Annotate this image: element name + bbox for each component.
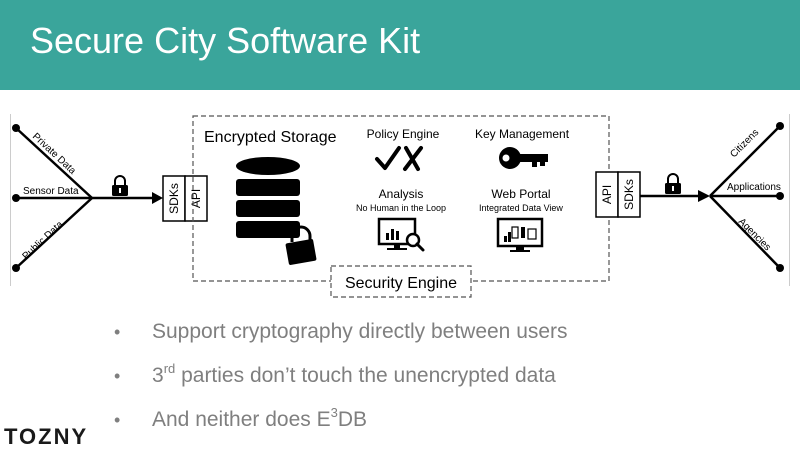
bullet-item: • 3rd parties don’t touch the unencrypte… <box>110 360 710 404</box>
left-edge-bracket <box>10 114 11 286</box>
bullet-marker: • <box>114 366 121 386</box>
key-icon <box>499 147 548 169</box>
web-portal-sub-label: Integrated Data View <box>479 203 563 213</box>
policy-engine-label: Policy Engine <box>367 127 440 141</box>
left-sdks-label: SDKs <box>167 183 181 214</box>
output-arrow-head <box>698 190 710 202</box>
analysis-sub-label: No Human in the Loop <box>356 203 446 213</box>
lock-icon <box>112 175 128 196</box>
right-sdks-label: SDKs <box>622 179 636 210</box>
bullet-text-suffix: parties don’t touch the unencrypted data <box>175 364 556 387</box>
lock-icon <box>665 173 681 194</box>
web-portal-label: Web Portal <box>491 187 550 201</box>
right-edge-bracket <box>789 114 790 286</box>
input-node-sensor <box>12 194 20 202</box>
title-bar: Secure City Software Kit <box>0 0 800 90</box>
key-management-label: Key Management <box>475 127 570 141</box>
database-icon <box>236 157 300 238</box>
encrypted-storage-label: Encrypted Storage <box>204 129 337 146</box>
bullet-item: • And neither does E3DB <box>110 404 710 448</box>
input-label-private: Private Data <box>30 131 78 177</box>
input-arrow-head <box>152 192 163 204</box>
architecture-diagram: Private Data Sensor Data Public Data SDK… <box>10 114 790 298</box>
bullet-marker: • <box>114 410 121 430</box>
bullet-text-prefix: And neither does E <box>152 408 331 431</box>
bullet-text: Support cryptography directly between us… <box>152 320 568 343</box>
storage-lock-icon <box>285 225 317 265</box>
input-node-private <box>12 124 20 132</box>
check-icon <box>375 146 401 170</box>
security-engine-label: Security Engine <box>345 275 457 292</box>
right-api-label: API <box>600 185 614 204</box>
input-lines <box>15 127 152 269</box>
input-label-public: Public Data <box>21 219 66 262</box>
analysis-label: Analysis <box>379 187 424 201</box>
bullet-marker: • <box>114 322 121 342</box>
output-lines <box>640 125 781 269</box>
right-api-sdk-stack: API SDKs <box>595 171 641 218</box>
output-label-applications: Applications <box>727 182 781 193</box>
tozny-logo: TOZNY <box>4 424 89 449</box>
output-label-citizens: Citizens <box>728 127 761 160</box>
left-api-label: API <box>189 189 203 208</box>
bullet-list: • Support cryptography directly between … <box>110 316 710 448</box>
output-label-agencies: Agencies <box>736 216 773 253</box>
bullet-item: • Support cryptography directly between … <box>110 316 710 360</box>
output-node-applications <box>776 192 784 200</box>
monitor-dashboard-icon <box>496 217 544 252</box>
security-engine-box <box>330 265 472 298</box>
left-sdk-api-stack: SDKs API <box>162 175 208 222</box>
output-node-citizens <box>776 122 784 130</box>
bullet-text-suffix: DB <box>337 408 368 431</box>
monitor-magnifier-icon <box>377 217 425 252</box>
input-node-public <box>12 264 20 272</box>
bullet-superscript: 3 <box>330 405 338 420</box>
output-node-agencies <box>776 264 784 272</box>
bullet-text-prefix: 3 <box>152 364 164 387</box>
slide-title: Secure City Software Kit <box>30 20 421 61</box>
bullet-superscript: rd <box>163 361 176 376</box>
input-label-sensor: Sensor Data <box>23 186 79 197</box>
cross-icon <box>403 146 423 171</box>
